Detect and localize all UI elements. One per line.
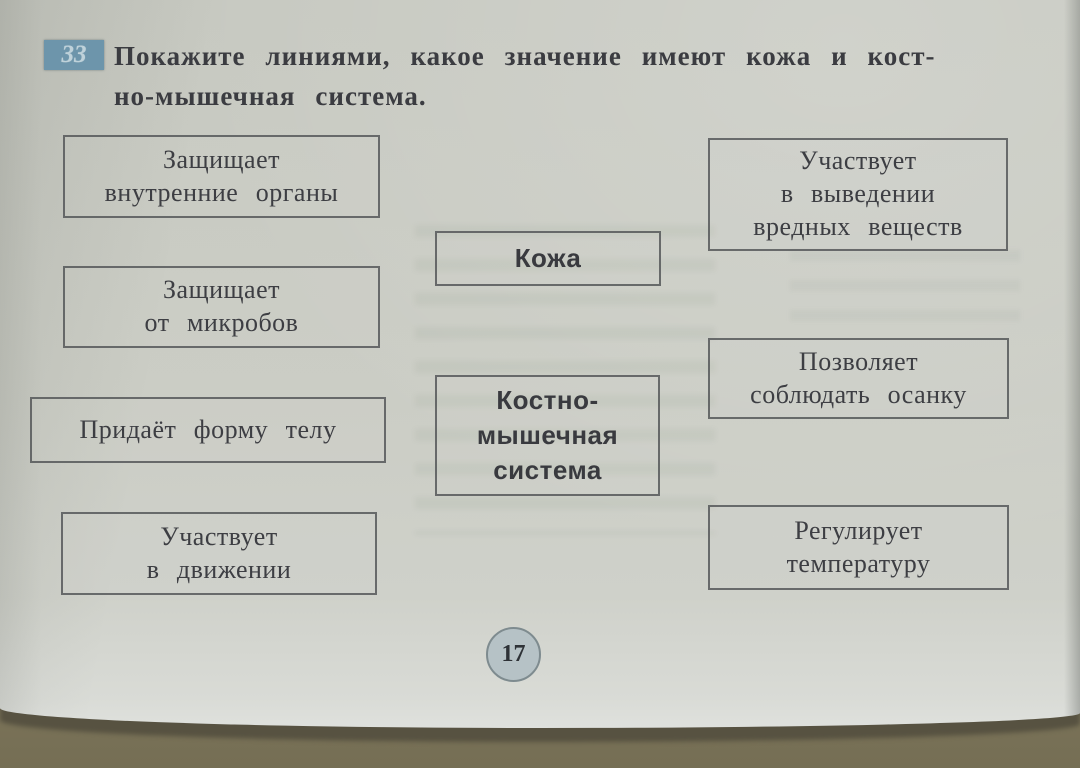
page-number: 17 — [501, 641, 526, 667]
bleed-through-texture — [790, 250, 1020, 330]
task-number-badge: 33 — [44, 40, 104, 70]
page-number-circle: 17 — [486, 627, 541, 682]
task-number: 33 — [61, 41, 87, 68]
task-instruction: Покажите линиями, какое значение имеют к… — [114, 41, 936, 111]
function-box-gives-body-shape: Придаёт форму телу — [30, 397, 386, 463]
system-box-skin: Кожа — [435, 231, 661, 286]
bleed-through-texture — [415, 225, 715, 535]
workbook-page: 33 Покажите линиями, какое значение имею… — [0, 0, 1080, 728]
